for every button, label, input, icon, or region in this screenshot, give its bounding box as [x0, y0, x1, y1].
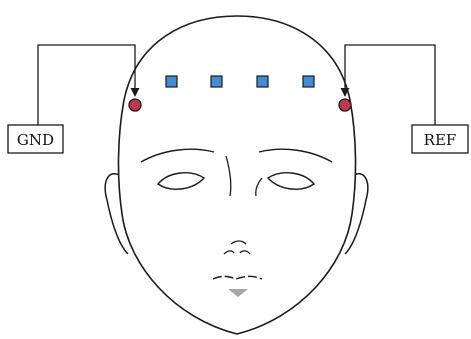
gnd-label: GND	[17, 131, 54, 149]
ref-label-box: REF	[412, 125, 468, 153]
electrode-blue-3	[257, 76, 268, 87]
electrode-blue-4	[303, 76, 314, 87]
head-outline	[118, 16, 355, 334]
electrode-blue-2	[211, 76, 222, 87]
ref-label: REF	[424, 131, 457, 149]
ref-connector-line	[345, 45, 435, 125]
electrode-gnd	[129, 99, 141, 111]
electrode-blue-1	[166, 76, 177, 87]
electrode-ref	[339, 99, 351, 111]
gnd-connector-line	[38, 45, 135, 125]
gnd-label-box: GND	[8, 125, 63, 153]
